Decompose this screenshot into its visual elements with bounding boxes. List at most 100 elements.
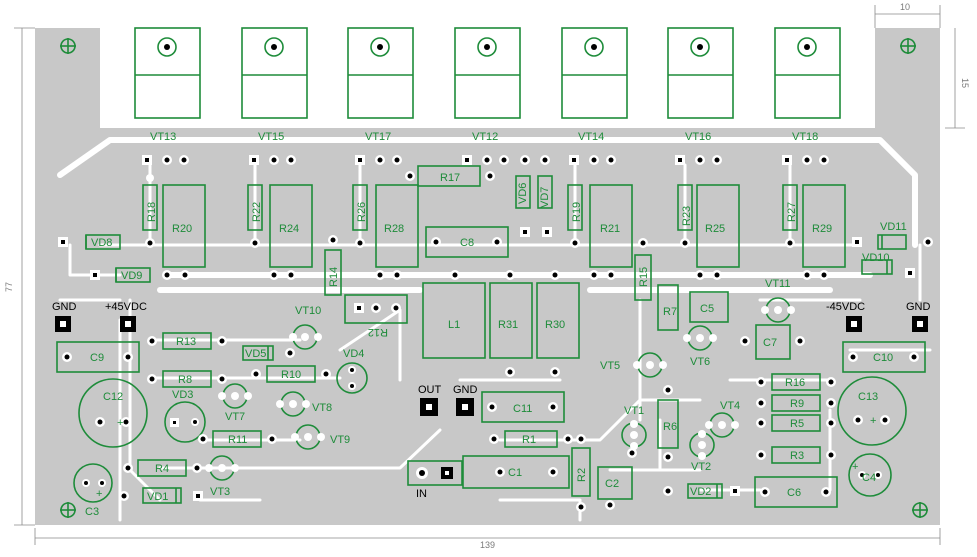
r27-label: R27 [786, 202, 798, 222]
large-resistors: R20 R24 R28 R21 R25 R29 [162, 184, 846, 280]
r30-label: R30 [545, 319, 565, 331]
r26-label: R26 [356, 202, 368, 222]
c3-plus: + [96, 488, 102, 500]
r14-label: R14 [328, 267, 340, 287]
vt16-label: VT16 [685, 131, 711, 143]
r11-label: R11 [228, 434, 247, 446]
c2-label: C2 [605, 478, 619, 490]
l1-label: L1 [448, 319, 460, 331]
plus45-label: +45VDC [105, 301, 147, 313]
vt17-body[interactable]: VT17 [347, 27, 414, 143]
right-lower-group: C10 R16 R9 R5 R3 C13 + + C4 VD2 C6 [663, 341, 926, 508]
r13-label: R13 [176, 336, 196, 348]
r24-label: R24 [279, 223, 299, 235]
r28-label: R28 [384, 223, 404, 235]
gnd-left-label: GND [52, 301, 77, 313]
left-mid-group: C9 R13 VT10 VD5 VD4 R8 R10 VT7 VT8 [56, 305, 368, 423]
vt9-label: VT9 [330, 434, 350, 446]
vd9-label: VD9 [121, 270, 142, 282]
r14-r15: R14 R15 [324, 235, 652, 301]
c12-vd3: C12 + VD3 R11 VT9 [78, 378, 350, 450]
vt14-label: VT14 [578, 131, 604, 143]
power-terminals: GND +45VDC -45VDC GND OUT GND [52, 301, 931, 416]
vd10-label: VD10 [862, 252, 890, 264]
vd1-label: VD1 [147, 491, 168, 503]
r17-label: R17 [440, 172, 460, 184]
vd6-label: VD6 [517, 183, 529, 204]
small-vertical-resistors: R18 R22 R26 R19 R23 R27 [142, 174, 798, 248]
c1-label: C1 [508, 467, 522, 479]
r15-label: R15 [638, 267, 650, 287]
r5-label: R5 [790, 418, 804, 430]
vt14-body[interactable]: VT14 [561, 27, 628, 143]
r12-label: R12 [368, 326, 388, 338]
vd8-vd9: VD8 VD9 [58, 234, 151, 283]
r25-label: R25 [705, 223, 725, 235]
vd11-label: VD11 [880, 221, 907, 233]
r31-label: R31 [498, 319, 518, 331]
c3-label: C3 [85, 506, 99, 518]
r9-label: R9 [790, 398, 804, 410]
vt5-label: VT5 [600, 360, 620, 372]
vt15-body[interactable]: VT15 [241, 27, 308, 143]
vt1-label: VT1 [624, 405, 644, 417]
c5-label: C5 [700, 303, 714, 315]
r20-label: R20 [172, 223, 192, 235]
vt18-body[interactable]: VT18 [774, 27, 841, 143]
r16-label: R16 [785, 377, 805, 389]
mounting-holes [60, 38, 928, 518]
right-upper-group: R7 C5 VT6 VT11 C7 [657, 278, 805, 368]
in-label[interactable]: IN [416, 488, 427, 500]
r8-label: R8 [178, 374, 192, 386]
r7-label: R7 [663, 306, 677, 318]
vd2-label: VD2 [690, 486, 711, 498]
vt16-body[interactable]: VT16 [667, 27, 734, 143]
vt17-label: VT17 [365, 131, 391, 143]
c6-label: C6 [787, 487, 801, 499]
vt13-body[interactable]: VT13 [134, 27, 201, 143]
vt4-label: VT4 [720, 400, 740, 412]
vt7-label: VT7 [225, 411, 245, 423]
vt10-label: VT10 [295, 305, 321, 317]
vd10-vd11: VD11 VD10 [852, 221, 933, 278]
vd5-label: VD5 [245, 348, 266, 360]
vt6-label: VT6 [690, 356, 710, 368]
vt12-body[interactable]: VT12 [454, 27, 521, 143]
c13-plus: + [870, 415, 876, 427]
transistor-pads [142, 155, 829, 165]
vt18-label: VT18 [792, 131, 818, 143]
vd7-label: VD7 [539, 187, 551, 208]
r23-label: R23 [681, 206, 693, 226]
r10-label: R10 [281, 369, 301, 381]
dim-height: 77 [4, 282, 14, 292]
c9-label: C9 [90, 352, 104, 364]
heatsink-transistors: VT13 VT15 VT17 VT12 VT14 [134, 27, 841, 143]
out-label: OUT [418, 384, 442, 396]
c4-label: C4 [862, 472, 876, 484]
dim-tab-width: 10 [900, 2, 910, 12]
r12-trimmer[interactable]: R12 [344, 294, 408, 338]
c12-plus: + [117, 417, 123, 429]
dim-tab-height: 15 [960, 78, 970, 88]
bias-block: R17 VD6 VD7 C8 [405, 165, 553, 258]
r29-label: R29 [812, 223, 832, 235]
vd3-label: VD3 [172, 389, 193, 401]
vt11-label: VT11 [765, 278, 790, 290]
input-left-group: R4 VT3 + C3 VD1 [73, 455, 239, 518]
r19-label: R19 [571, 202, 583, 222]
c7-label: C7 [763, 337, 777, 349]
c12-label: C12 [103, 391, 123, 403]
c13-label: C13 [858, 391, 878, 403]
vd8-label: VD8 [91, 237, 112, 249]
vt2-label: VT2 [691, 461, 711, 473]
r2-label: R2 [576, 468, 588, 482]
r22-label: R22 [251, 202, 263, 222]
dimension-lines [14, 5, 965, 545]
gnd-mid-label: GND [453, 384, 478, 396]
r3-label: R3 [790, 450, 804, 462]
r1-label: R1 [522, 434, 536, 446]
c10-label: C10 [873, 352, 893, 364]
vt12-label: VT12 [472, 131, 498, 143]
c11-label: C11 [513, 403, 532, 415]
